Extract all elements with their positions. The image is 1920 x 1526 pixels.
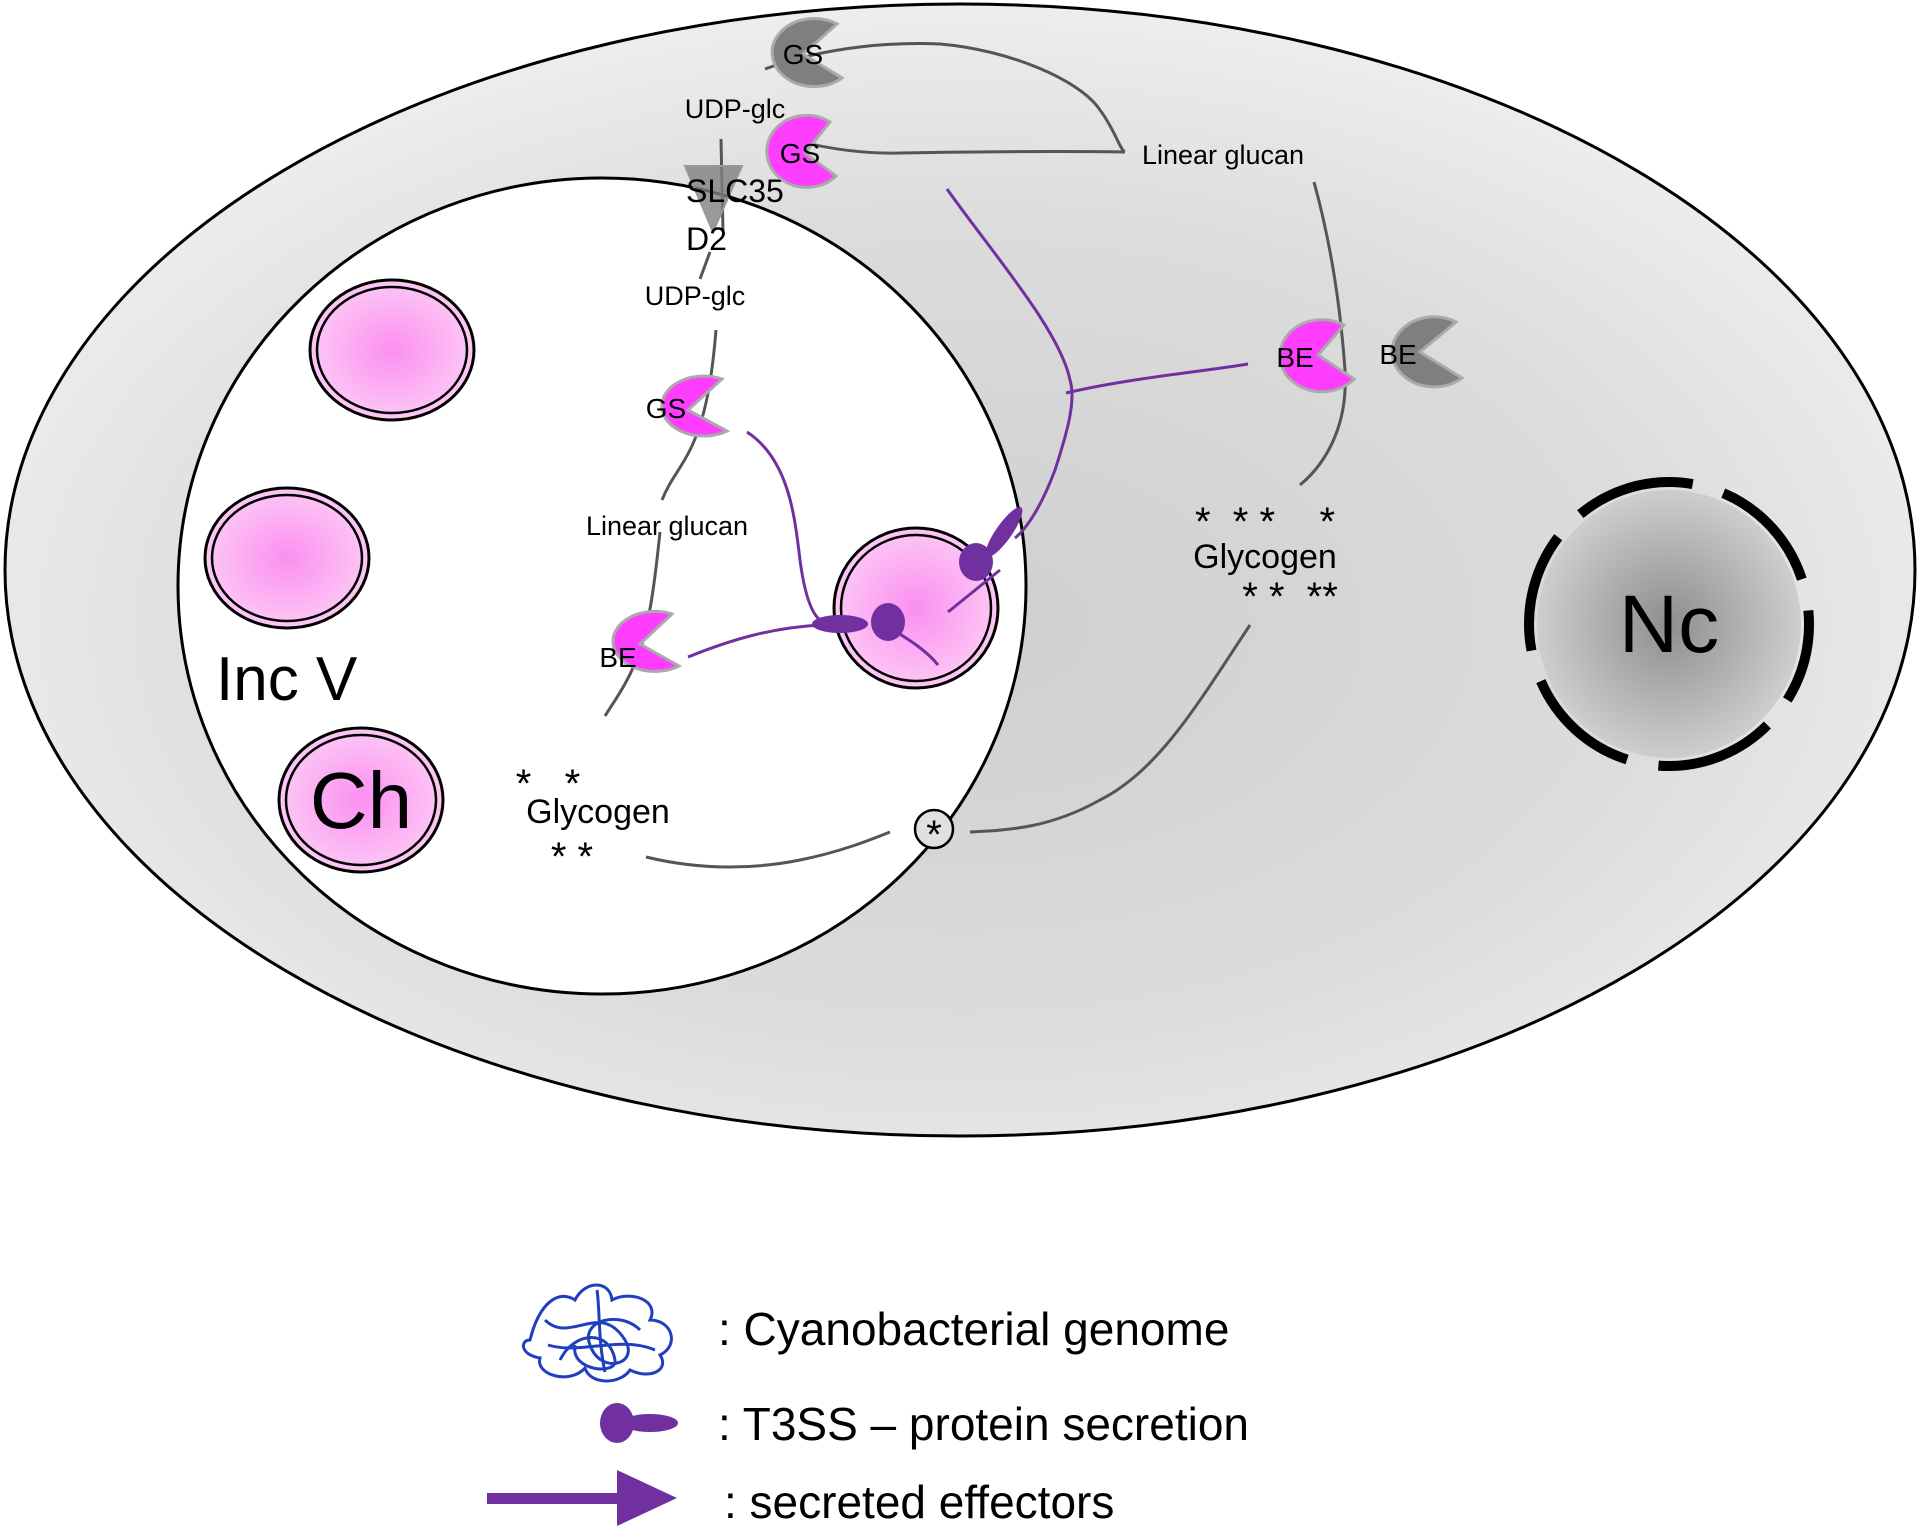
transporter-label-line1: SLC35 <box>686 173 784 209</box>
cytosol-linear-glucan-label: Linear glucan <box>1142 140 1304 170</box>
enzymes: GS GS BE BE GS BE <box>599 17 1465 673</box>
host-nucleus: Nc <box>1524 477 1814 771</box>
lumen-linear-glucan-label: Linear glucan <box>586 511 748 541</box>
host-gs-label: GS <box>783 39 823 70</box>
cytosol-udp-glc-label: UDP-glc <box>685 94 786 124</box>
bacterial-be-cytosol-label: BE <box>1276 342 1313 373</box>
cytosol-glycogen-stars-top: * * * * <box>1195 500 1335 544</box>
t3ss-icon <box>959 507 1023 581</box>
host-be-label: BE <box>1379 339 1416 370</box>
bacterial-glycogen-synthase-cytosol: GS <box>765 113 839 189</box>
legend-item-t3ss: : T3SS – protein secretion <box>600 1398 1249 1450</box>
legend-item-effectors: : secreted effectors <box>487 1470 1114 1526</box>
chlamydia-body-secreting <box>832 526 1000 690</box>
chlamydia-body <box>308 278 476 422</box>
arrow-icon <box>487 1470 677 1526</box>
host-branching-enzyme: BE <box>1379 315 1465 389</box>
import-marker-star: * <box>926 813 942 857</box>
t3ss-icon <box>600 1403 678 1443</box>
legend-effectors-label: : secreted effectors <box>724 1476 1114 1526</box>
lumen-udp-glc-label: UDP-glc <box>645 281 746 311</box>
cytosol-labels: UDP-glc Linear glucan * * * * Glycogen *… <box>685 94 1338 619</box>
lumen-be-label: BE <box>599 642 636 673</box>
chlamydia-bodies: Ch Inc V <box>203 278 1000 874</box>
lumen-labels: UDP-glc Linear glucan * * Glycogen * * <box>516 281 748 879</box>
legend-item-genome: : Cyanobacterial genome <box>522 1283 1229 1383</box>
chlamydia-body-ch: Ch <box>277 726 445 874</box>
bacterial-glycogen-synthase-lumen: GS <box>646 374 731 438</box>
legend-t3ss-label: : T3SS – protein secretion <box>718 1398 1249 1450</box>
bacterial-gs-cytosol-label: GS <box>780 138 820 169</box>
transporter-label-line2: D2 <box>686 221 727 257</box>
lumen-gs-label: GS <box>646 393 686 424</box>
t3ss-apparatus <box>812 507 1023 641</box>
legend: : Cyanobacterial genome : T3SS – protein… <box>487 1283 1249 1526</box>
cytosol-glycogen-label: Glycogen <box>1193 538 1337 576</box>
host-glycogen-synthase: GS <box>770 17 845 89</box>
lumen-glycogen-label: Glycogen <box>526 793 670 831</box>
effector-lines <box>687 188 1249 666</box>
glycogen-import-marker: * <box>913 808 955 857</box>
inclusion-label: Inc V <box>216 645 358 714</box>
bacterial-branching-enzyme-cytosol: BE <box>1276 318 1357 394</box>
chlamydia-label: Ch <box>310 756 412 845</box>
t3ss-icon <box>812 603 905 641</box>
chlamydia-body <box>203 486 371 630</box>
cyanobacterial-genome-icon <box>522 1283 673 1383</box>
lumen-glycogen-stars-top: * * <box>516 762 580 806</box>
legend-genome-label: : Cyanobacterial genome <box>718 1303 1229 1355</box>
nucleus-label: Nc <box>1619 579 1719 670</box>
bacterial-branching-enzyme-lumen: BE <box>599 609 683 673</box>
slc35d2-transporter: SLC35 D2 <box>683 165 784 257</box>
cytosol-glycogen-stars-bottom: * * ** <box>1242 575 1338 619</box>
lumen-glycogen-stars-bottom: * * <box>551 835 593 879</box>
